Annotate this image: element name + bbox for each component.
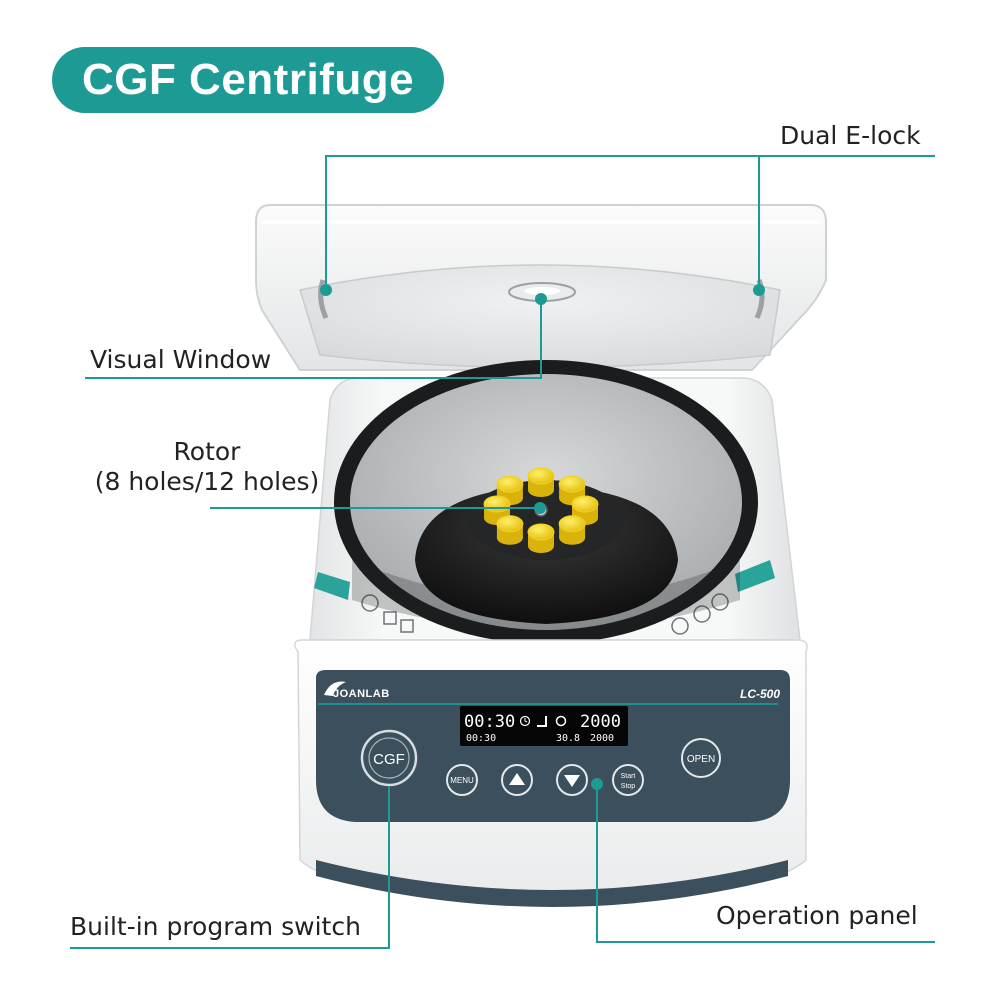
page-title: CGF Centrifuge <box>52 47 444 113</box>
pointer-icon <box>537 716 547 727</box>
window-dot <box>535 293 547 305</box>
down-button[interactable] <box>556 764 588 796</box>
menu-button[interactable]: MENU <box>446 764 478 796</box>
display-set-time: 00:30 <box>466 733 496 744</box>
leader-window <box>85 299 542 379</box>
display-time: 00:30 <box>464 712 515 732</box>
leader-elock <box>325 155 935 290</box>
callout-rotor: Rotor (8 holes/12 holes) <box>78 437 336 497</box>
display-set-speed: 2000 <box>590 733 614 744</box>
rotor-tube-cap <box>527 467 555 497</box>
display-speed: 2000 <box>580 712 621 732</box>
rotor-tube-cap <box>558 475 586 506</box>
callout-program-switch: Built-in program switch <box>70 912 361 941</box>
cgf-program-switch[interactable]: CGF <box>360 729 418 787</box>
leader-lines <box>70 155 935 949</box>
panel-dot <box>591 778 603 790</box>
display-temperature: 30.8 <box>556 733 580 744</box>
open-button[interactable]: OPEN <box>681 738 721 778</box>
speed-icon <box>555 715 567 727</box>
rotor-tube-cap <box>571 495 599 525</box>
lcd-display: 00:30 2000 00:30 30.8 2000 <box>460 706 628 746</box>
down-arrow-icon <box>564 775 580 787</box>
operation-panel: JOANLAB LC-500 00:30 2000 00:30 30.8 200… <box>316 670 790 822</box>
rotor-chamber <box>334 360 758 644</box>
cgf-label: CGF <box>373 751 405 768</box>
brand-logo-icon <box>324 681 346 696</box>
elock-dot-right <box>753 284 765 296</box>
elock-dot-left <box>320 284 332 296</box>
model-name: LC-500 <box>740 687 780 701</box>
clock-icon <box>519 715 531 727</box>
lock-hook-left <box>318 279 329 320</box>
rotor-dot <box>534 502 546 514</box>
rotor-tube-cap <box>496 515 524 545</box>
callout-dual-elock: Dual E-lock <box>780 121 921 150</box>
callout-visual-window: Visual Window <box>90 345 272 374</box>
lock-hook-right <box>754 279 765 320</box>
callout-rotor-line1: Rotor <box>173 437 241 466</box>
callout-rotor-line2: (8 holes/12 holes) <box>94 467 320 496</box>
rotor-tube-cap <box>558 515 586 545</box>
up-arrow-icon <box>509 773 525 785</box>
up-button[interactable] <box>501 764 533 796</box>
brand-name: JOANLAB <box>333 688 390 700</box>
leader-operation-panel <box>596 784 935 943</box>
menu-label: MENU <box>450 776 474 785</box>
leader-program-switch <box>70 786 390 949</box>
rotor-tube-cap <box>496 475 524 506</box>
open-label: OPEN <box>687 754 715 765</box>
start-stop-button[interactable]: Start Stop <box>612 764 644 796</box>
start-label: Start <box>621 773 636 780</box>
rotor-caps <box>483 467 599 553</box>
callout-operation-panel: Operation panel <box>716 901 918 930</box>
stop-label: Stop <box>621 783 636 790</box>
rotor-tube-cap <box>527 523 555 553</box>
